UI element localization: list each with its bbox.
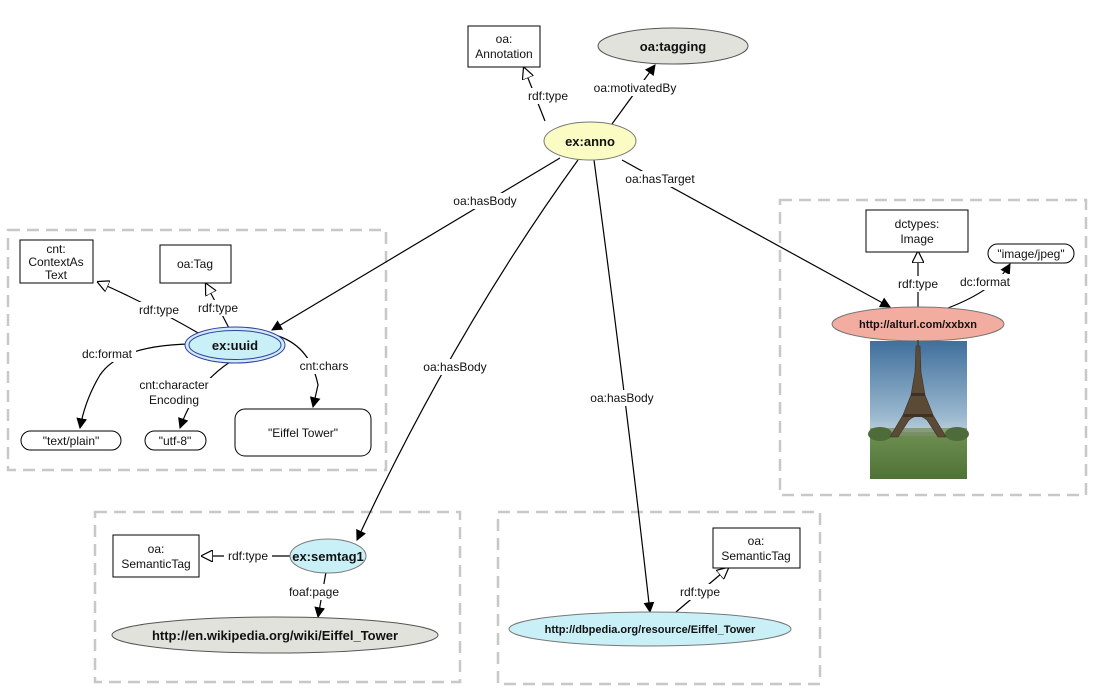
node-target-url: http://alturl.com/xxbxn [831, 306, 1005, 342]
edge-label-semtag-type: rdf:type [228, 549, 268, 563]
edge-label-anno-target: oa:hasTarget [625, 172, 695, 186]
edge-label-anno-type: rdf:type [528, 89, 568, 103]
edge-label-bg [450, 193, 520, 209]
edge-anno-body-dbpedia [593, 159, 655, 614]
node-text-plain-label: "text/plain" [43, 434, 100, 448]
node-semantictag-right-line1: oa: [748, 534, 765, 548]
node-eiffel-literal-label: "Eiffel Tower" [268, 426, 338, 440]
edge-label-bg [78, 346, 136, 362]
edge-label-dbpedia-type: rdf:type [680, 585, 720, 599]
node-contextastext-line1: cnt: [46, 242, 65, 256]
edge-label-uuid-encoding-2: Encoding [149, 393, 199, 407]
node-image-class-line2: Image [900, 232, 934, 246]
node-eiffel-literal: "Eiffel Tower" [234, 408, 372, 457]
edge-label-anno-motivated: oa:motivatedBy [594, 81, 677, 95]
edge-label-bg [622, 171, 698, 187]
edge-label-bg [194, 300, 242, 316]
node-semantictag-left-line2: SemanticTag [121, 557, 190, 571]
node-tag-class: oa:Tag [159, 244, 232, 284]
node-annotation-class-line1: oa: [496, 32, 513, 46]
edge-label-anno-body-uuid: oa:hasBody [453, 194, 516, 208]
node-utf8: "utf-8" [144, 430, 207, 451]
node-target-url-label: http://alturl.com/xxbxn [859, 319, 977, 331]
body-group-box [6, 228, 388, 472]
edge-label-uuid-type-context: rdf:type [139, 303, 179, 317]
eiffel-tower-photo [868, 340, 969, 479]
edge-label-bg [420, 359, 490, 375]
edge-label-anno-body-dbpedia: oa:hasBody [590, 391, 653, 405]
edge-label-bg [135, 302, 183, 318]
node-text-plain: "text/plain" [20, 430, 122, 451]
edge-label-uuid-type-tag: rdf:type [198, 301, 238, 315]
edge-label-bg [894, 276, 942, 292]
node-semantictag-left-line1: oa: [148, 542, 165, 556]
semtag-group-box [93, 510, 462, 684]
dbpedia-group-box [496, 510, 822, 686]
edge-label-bg [676, 584, 724, 600]
node-semantictag-right-line2: SemanticTag [721, 549, 790, 563]
edge-label-semtag-page: foaf:page [289, 585, 339, 599]
edge-label-bg [132, 378, 218, 408]
node-wikipedia-url: http://en.wikipedia.org/wiki/Eiffel_Towe… [111, 616, 439, 654]
node-tagging-label: oa:tagging [640, 39, 706, 54]
edge-label-bg [587, 390, 657, 406]
edge-uuid-format [76, 343, 193, 430]
node-uuid: ex:uuid [184, 326, 286, 364]
node-semtag1-label: ex:semtag1 [292, 549, 364, 564]
node-semtag1: ex:semtag1 [289, 538, 367, 574]
edge-label-bg [956, 274, 1014, 290]
node-contextastext-line2: ContextAs [28, 255, 83, 269]
node-contextastext-class: cnt: ContextAs Text [19, 239, 94, 284]
edge-label-bg [224, 548, 272, 564]
node-semantictag-class-left: oa: SemanticTag [112, 534, 200, 578]
edge-anno-body-semtag [356, 159, 579, 541]
node-annotation-class-line2: Annotation [475, 47, 532, 61]
edge-label-target-format: dc:format [960, 275, 1011, 289]
node-image-class: dctypes: Image [865, 209, 969, 253]
node-utf8-label: "utf-8" [159, 434, 192, 448]
edge-label-bg [284, 584, 344, 600]
node-image-jpeg-label: "image/jpeg" [997, 247, 1064, 261]
edge-uuid-chars [274, 334, 321, 409]
edge-label-uuid-encoding-1: cnt:character [139, 378, 208, 392]
edge-label-bg [294, 358, 354, 374]
node-dbpedia-url-label: http://dbpedia.org/resource/Eiffel_Tower [545, 624, 756, 636]
edge-label-anno-body-semtag: oa:hasBody [423, 360, 486, 374]
edge-label-target-type: rdf:type [898, 277, 938, 291]
node-image-class-line1: dctypes: [895, 217, 940, 231]
node-semantictag-class-right: oa: SemanticTag [712, 527, 801, 569]
target-group-box [778, 198, 1088, 497]
node-anno: ex:anno [543, 121, 637, 161]
node-anno-label: ex:anno [565, 134, 615, 149]
node-dbpedia-url: http://dbpedia.org/resource/Eiffel_Tower [508, 611, 792, 647]
node-uuid-label: ex:uuid [212, 338, 258, 353]
node-tag-class-label: oa:Tag [177, 257, 213, 271]
edge-label-uuid-chars: cnt:chars [300, 359, 349, 373]
node-contextastext-line3: Text [45, 268, 68, 282]
edge-label-bg [524, 88, 572, 104]
edge-anno-body-uuid [271, 157, 561, 331]
node-annotation-class: oa: Annotation [467, 25, 541, 68]
node-tagging: oa:tagging [597, 27, 749, 65]
edge-label-uuid-format: dc:format [82, 347, 133, 361]
edge-label-bg [590, 80, 680, 96]
node-wikipedia-url-label: http://en.wikipedia.org/wiki/Eiffel_Towe… [152, 628, 398, 643]
node-image-jpeg: "image/jpeg" [987, 243, 1075, 264]
